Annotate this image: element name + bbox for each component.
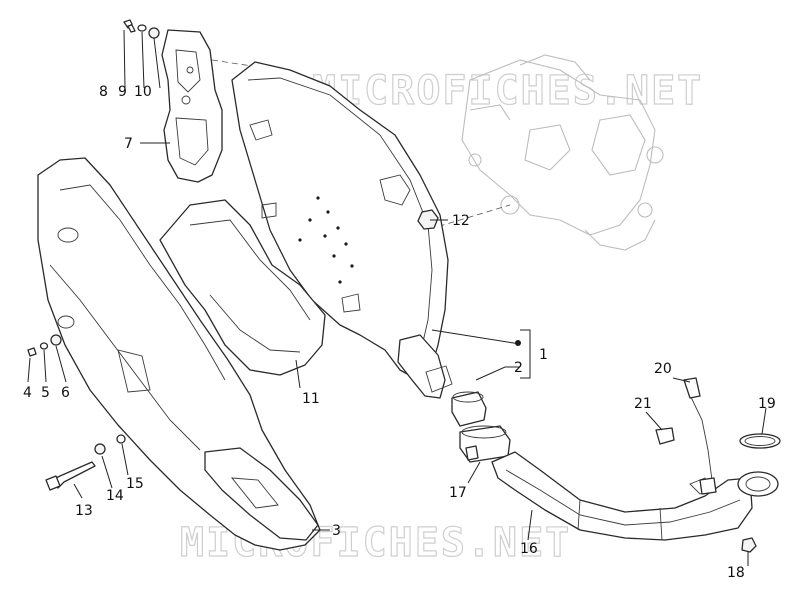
callout-1: 1 <box>539 347 548 363</box>
callout-15: 15 <box>126 476 144 492</box>
callout-6: 6 <box>61 385 70 401</box>
callout-18: 18 <box>727 565 745 581</box>
washer-part-5 <box>39 342 49 350</box>
engine-block-ghost <box>461 54 664 251</box>
nut-part-12 <box>417 209 439 230</box>
screw-part-4 <box>27 347 37 357</box>
callout-11: 11 <box>302 391 320 407</box>
callout-14: 14 <box>106 488 124 504</box>
clamp-part-17 <box>459 425 511 463</box>
lambda-sensor-part-20 <box>683 377 717 495</box>
screw-part-8 <box>123 19 136 33</box>
muffler-part-1 <box>231 61 453 399</box>
callout-17: 17 <box>449 485 467 501</box>
callout-10: 10 <box>134 84 152 100</box>
nut-part-18 <box>741 537 757 553</box>
spacer-part-6 <box>50 334 62 346</box>
assembly-marker-dot <box>515 340 521 346</box>
callout-13: 13 <box>75 503 93 519</box>
watermark-top: MICROFICHES.NET <box>312 68 703 114</box>
bolt-part-13 <box>45 461 96 491</box>
callout-16: 16 <box>520 541 538 557</box>
callout-5: 5 <box>41 385 50 401</box>
callout-4: 4 <box>23 385 32 401</box>
callout-21: 21 <box>634 396 652 412</box>
washer-part-14 <box>94 443 106 455</box>
grommet-part-10 <box>148 27 160 39</box>
callout-20: 20 <box>654 361 672 377</box>
heat-shield-part-11 <box>159 199 326 376</box>
cover-part-3 <box>37 157 321 551</box>
callout-19: 19 <box>758 396 776 412</box>
gasket-ring-part-19 <box>739 433 781 449</box>
washer-part-9 <box>137 24 147 32</box>
callout-9: 9 <box>118 84 127 100</box>
callout-12: 12 <box>452 213 470 229</box>
callout-7: 7 <box>124 136 133 152</box>
washer-part-15 <box>116 434 126 444</box>
callout-8: 8 <box>99 84 108 100</box>
assembly-line-muffler <box>409 204 511 236</box>
gasket-part-2 <box>451 391 487 427</box>
callout-labels: 1 2 3 4 5 6 7 8 9 10 11 12 13 14 15 16 1… <box>23 84 776 581</box>
bracket-part-7 <box>161 29 223 183</box>
callout-2: 2 <box>514 360 523 376</box>
callout-3: 3 <box>332 523 341 539</box>
clip-part-21 <box>655 427 675 445</box>
leader-lines <box>27 29 767 566</box>
